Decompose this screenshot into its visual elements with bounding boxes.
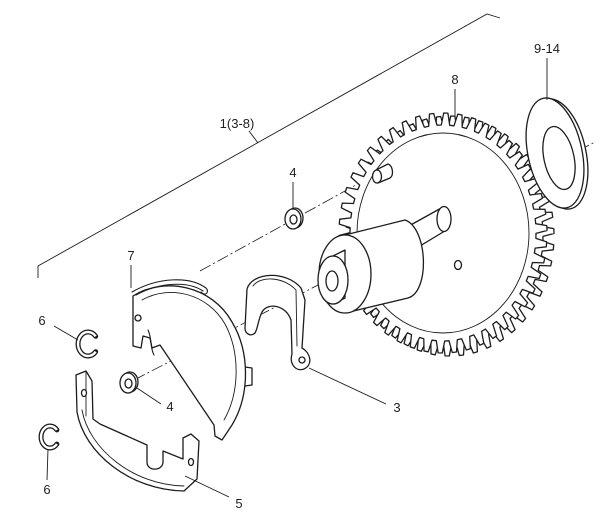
hub-bore (325, 270, 339, 292)
callout-9-14: 9-14 (534, 41, 560, 56)
base-plate-edge (81, 409, 185, 487)
leader-6-lower (46, 448, 49, 481)
gear-pin-end (371, 169, 383, 184)
retaining-clip-lower-inner (39, 424, 58, 450)
callout-5: 5 (235, 496, 242, 511)
callout-1-3-8: 1(3-8) (220, 116, 255, 131)
callout-6-lower: 6 (43, 482, 50, 497)
leader-3 (308, 367, 387, 405)
weight-bracket (244, 274, 311, 371)
cam-plate-spring-hook (147, 329, 155, 356)
cam-plate-spring-inner (135, 283, 204, 296)
base-plate (75, 370, 200, 492)
cam-plate (132, 285, 247, 441)
base-plate-hole-left (80, 388, 88, 398)
callout-6-upper: 6 (38, 313, 45, 328)
leader-4-lower (136, 387, 162, 405)
cam-plate-spring (131, 279, 209, 295)
gear-hole (453, 259, 463, 271)
callout-8: 8 (451, 72, 458, 87)
small-washer-upper-hole (289, 214, 298, 225)
cam-plate-rim-edge (141, 292, 237, 421)
shaft-end (436, 205, 452, 233)
callout-7: 7 (127, 248, 134, 263)
leader-6-upper (53, 325, 79, 341)
assembly-bracket-line (37, 13, 501, 278)
callout-3: 3 (393, 400, 400, 415)
weight-bracket-flange-edge (252, 278, 298, 347)
leader-5 (184, 475, 230, 498)
small-washer-lower-hole (124, 378, 133, 389)
callout-4-lower: 4 (166, 399, 173, 414)
retaining-clip-upper-inner (76, 330, 97, 358)
leader-1-3-8 (248, 130, 259, 144)
weight-bracket-hole (298, 356, 306, 364)
thrust-washer-hole (542, 125, 576, 191)
cam-plate-hole (134, 314, 142, 322)
base-plate-hole-right (187, 457, 195, 467)
callout-4-upper: 4 (289, 165, 296, 180)
